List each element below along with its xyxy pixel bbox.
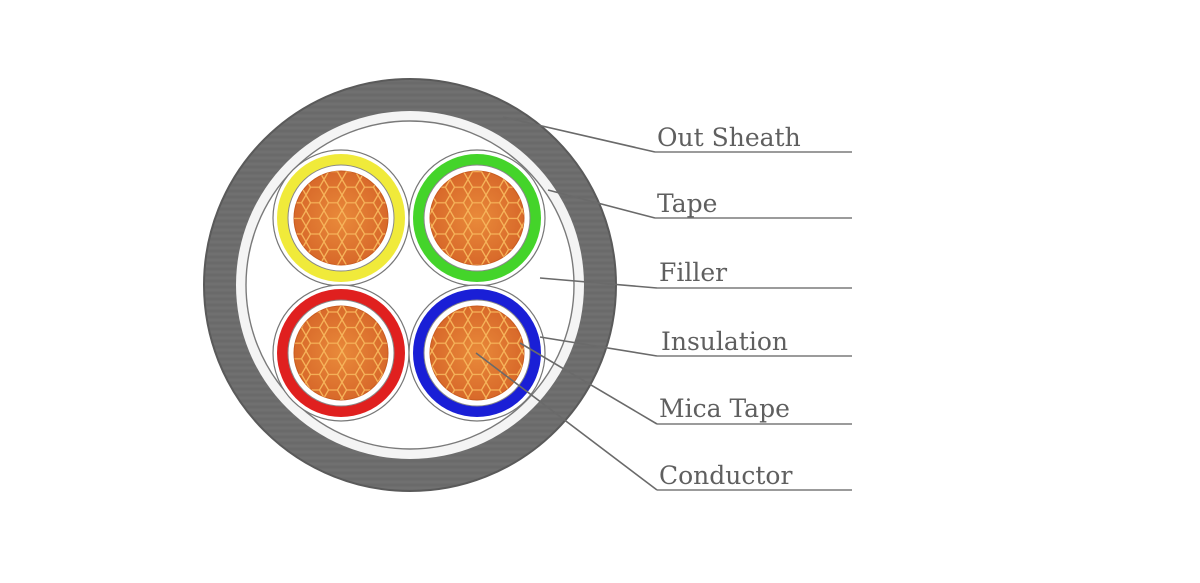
core-top-left [272,149,410,287]
tape-leader [547,189,656,219]
conductor-leader [475,352,658,491]
core-bottom-left [272,284,410,422]
conductor-strands [294,171,388,265]
mica-tape-label: Mica Tape [659,394,790,423]
conductor-strands [294,306,388,400]
insulation-label: Insulation [661,327,788,356]
tape-label: Tape [657,189,717,218]
core-top-right [408,149,546,287]
filler-label: Filler [659,258,727,287]
callouts-group: Out Sheath Tape Filler Insulation Mica T… [475,116,852,491]
conductor-strands [430,171,524,265]
insulation-leader [539,336,658,357]
out-sheath-leader [502,116,656,153]
mica-tape-leader [519,342,658,425]
conductor-label: Conductor [659,461,792,490]
filler-leader [539,277,658,289]
out-sheath-label: Out Sheath [657,123,801,152]
